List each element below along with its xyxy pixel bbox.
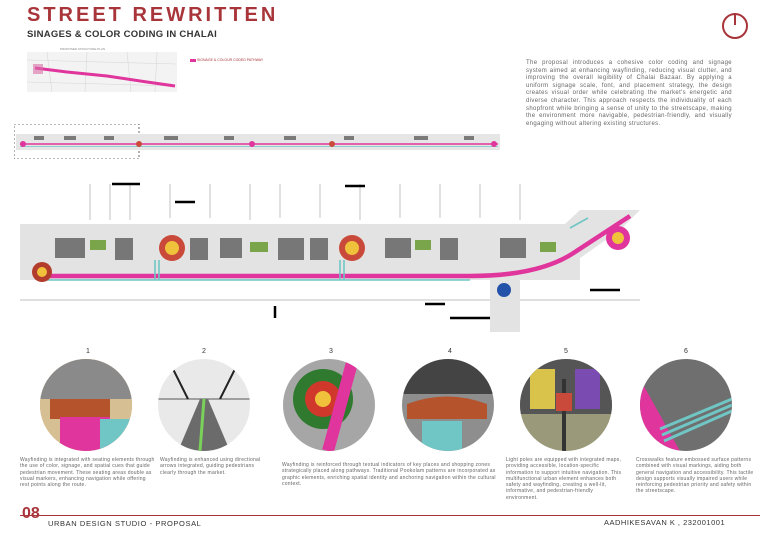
logo-icon bbox=[722, 13, 748, 39]
detail-image-pookolam bbox=[283, 359, 375, 451]
street-strip-plan bbox=[13, 123, 502, 160]
detail-number-1: 1 bbox=[86, 348, 90, 355]
detail-number-5: 5 bbox=[564, 348, 568, 355]
detail-image-seating bbox=[40, 359, 132, 451]
detail-caption-6: Crosswalks feature embossed surface patt… bbox=[636, 457, 754, 495]
map-legend: SIGNAGE & COLOUR CODED PATHWAY bbox=[190, 58, 263, 63]
page-title: STREET REWRITTEN bbox=[27, 4, 279, 26]
detail-image-crosswalk bbox=[640, 359, 732, 451]
map-caption: PROPOSED STRUCTURE PLAN bbox=[60, 47, 106, 51]
detail-caption-5: Light poles are equipped with integrated… bbox=[506, 457, 622, 501]
detail-image-signage bbox=[402, 359, 494, 451]
detail-caption-3: Wayfinding is reinforced through textual… bbox=[282, 462, 496, 487]
detail-image-arrows bbox=[158, 359, 250, 451]
footer-divider bbox=[20, 515, 760, 516]
detail-number-4: 4 bbox=[448, 348, 452, 355]
detail-number-3: 3 bbox=[329, 348, 333, 355]
detailed-street-plan bbox=[20, 180, 670, 332]
map-legend-label: SIGNAGE & COLOUR CODED PATHWAY bbox=[196, 58, 264, 62]
detail-number-6: 6 bbox=[684, 348, 688, 355]
legend-swatch-icon bbox=[190, 58, 196, 62]
structure-plan-map bbox=[26, 51, 178, 93]
author-label: AADHIKESAVAN K , 232001001 bbox=[604, 518, 726, 527]
page-subtitle: SINAGES & COLOR CODING IN CHALAI bbox=[27, 29, 218, 40]
studio-label: URBAN DESIGN STUDIO - PROPOSAL bbox=[48, 519, 202, 528]
detail-number-2: 2 bbox=[202, 348, 206, 355]
page-number: 08 bbox=[22, 505, 40, 522]
detail-caption-1: Wayfinding is integrated with seating el… bbox=[20, 457, 155, 489]
detail-image-light-pole bbox=[520, 359, 612, 451]
intro-paragraph: The proposal introduces a cohesive color… bbox=[526, 60, 732, 127]
detail-caption-2: Wayfinding is enhanced using directional… bbox=[160, 457, 261, 476]
